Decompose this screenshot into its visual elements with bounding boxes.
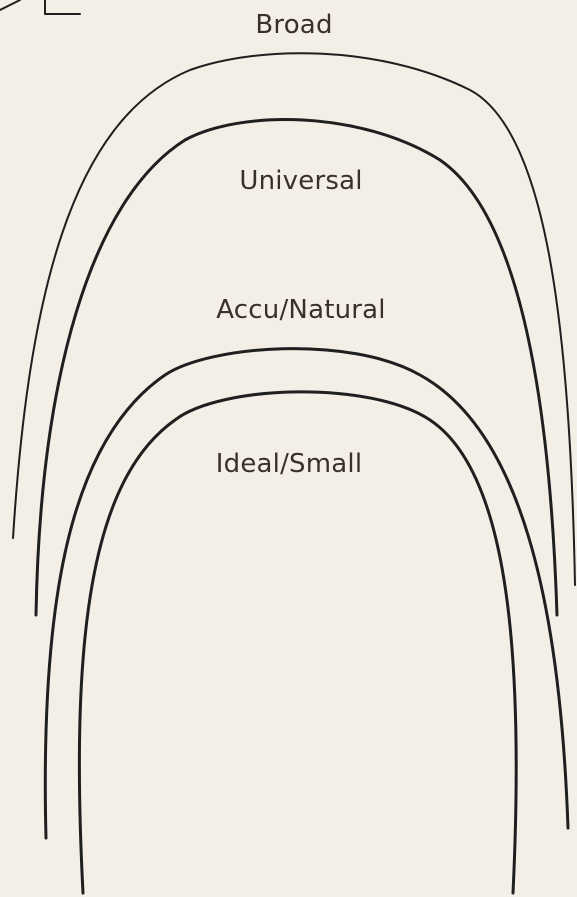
cropped-letter-fragment — [0, 0, 80, 14]
label-universal: Universal — [239, 166, 362, 196]
accu-natural-arch-curve — [45, 349, 568, 838]
label-accu-natural: Accu/Natural — [216, 295, 385, 325]
label-broad: Broad — [255, 10, 332, 40]
label-ideal-small: Ideal/Small — [216, 449, 363, 479]
